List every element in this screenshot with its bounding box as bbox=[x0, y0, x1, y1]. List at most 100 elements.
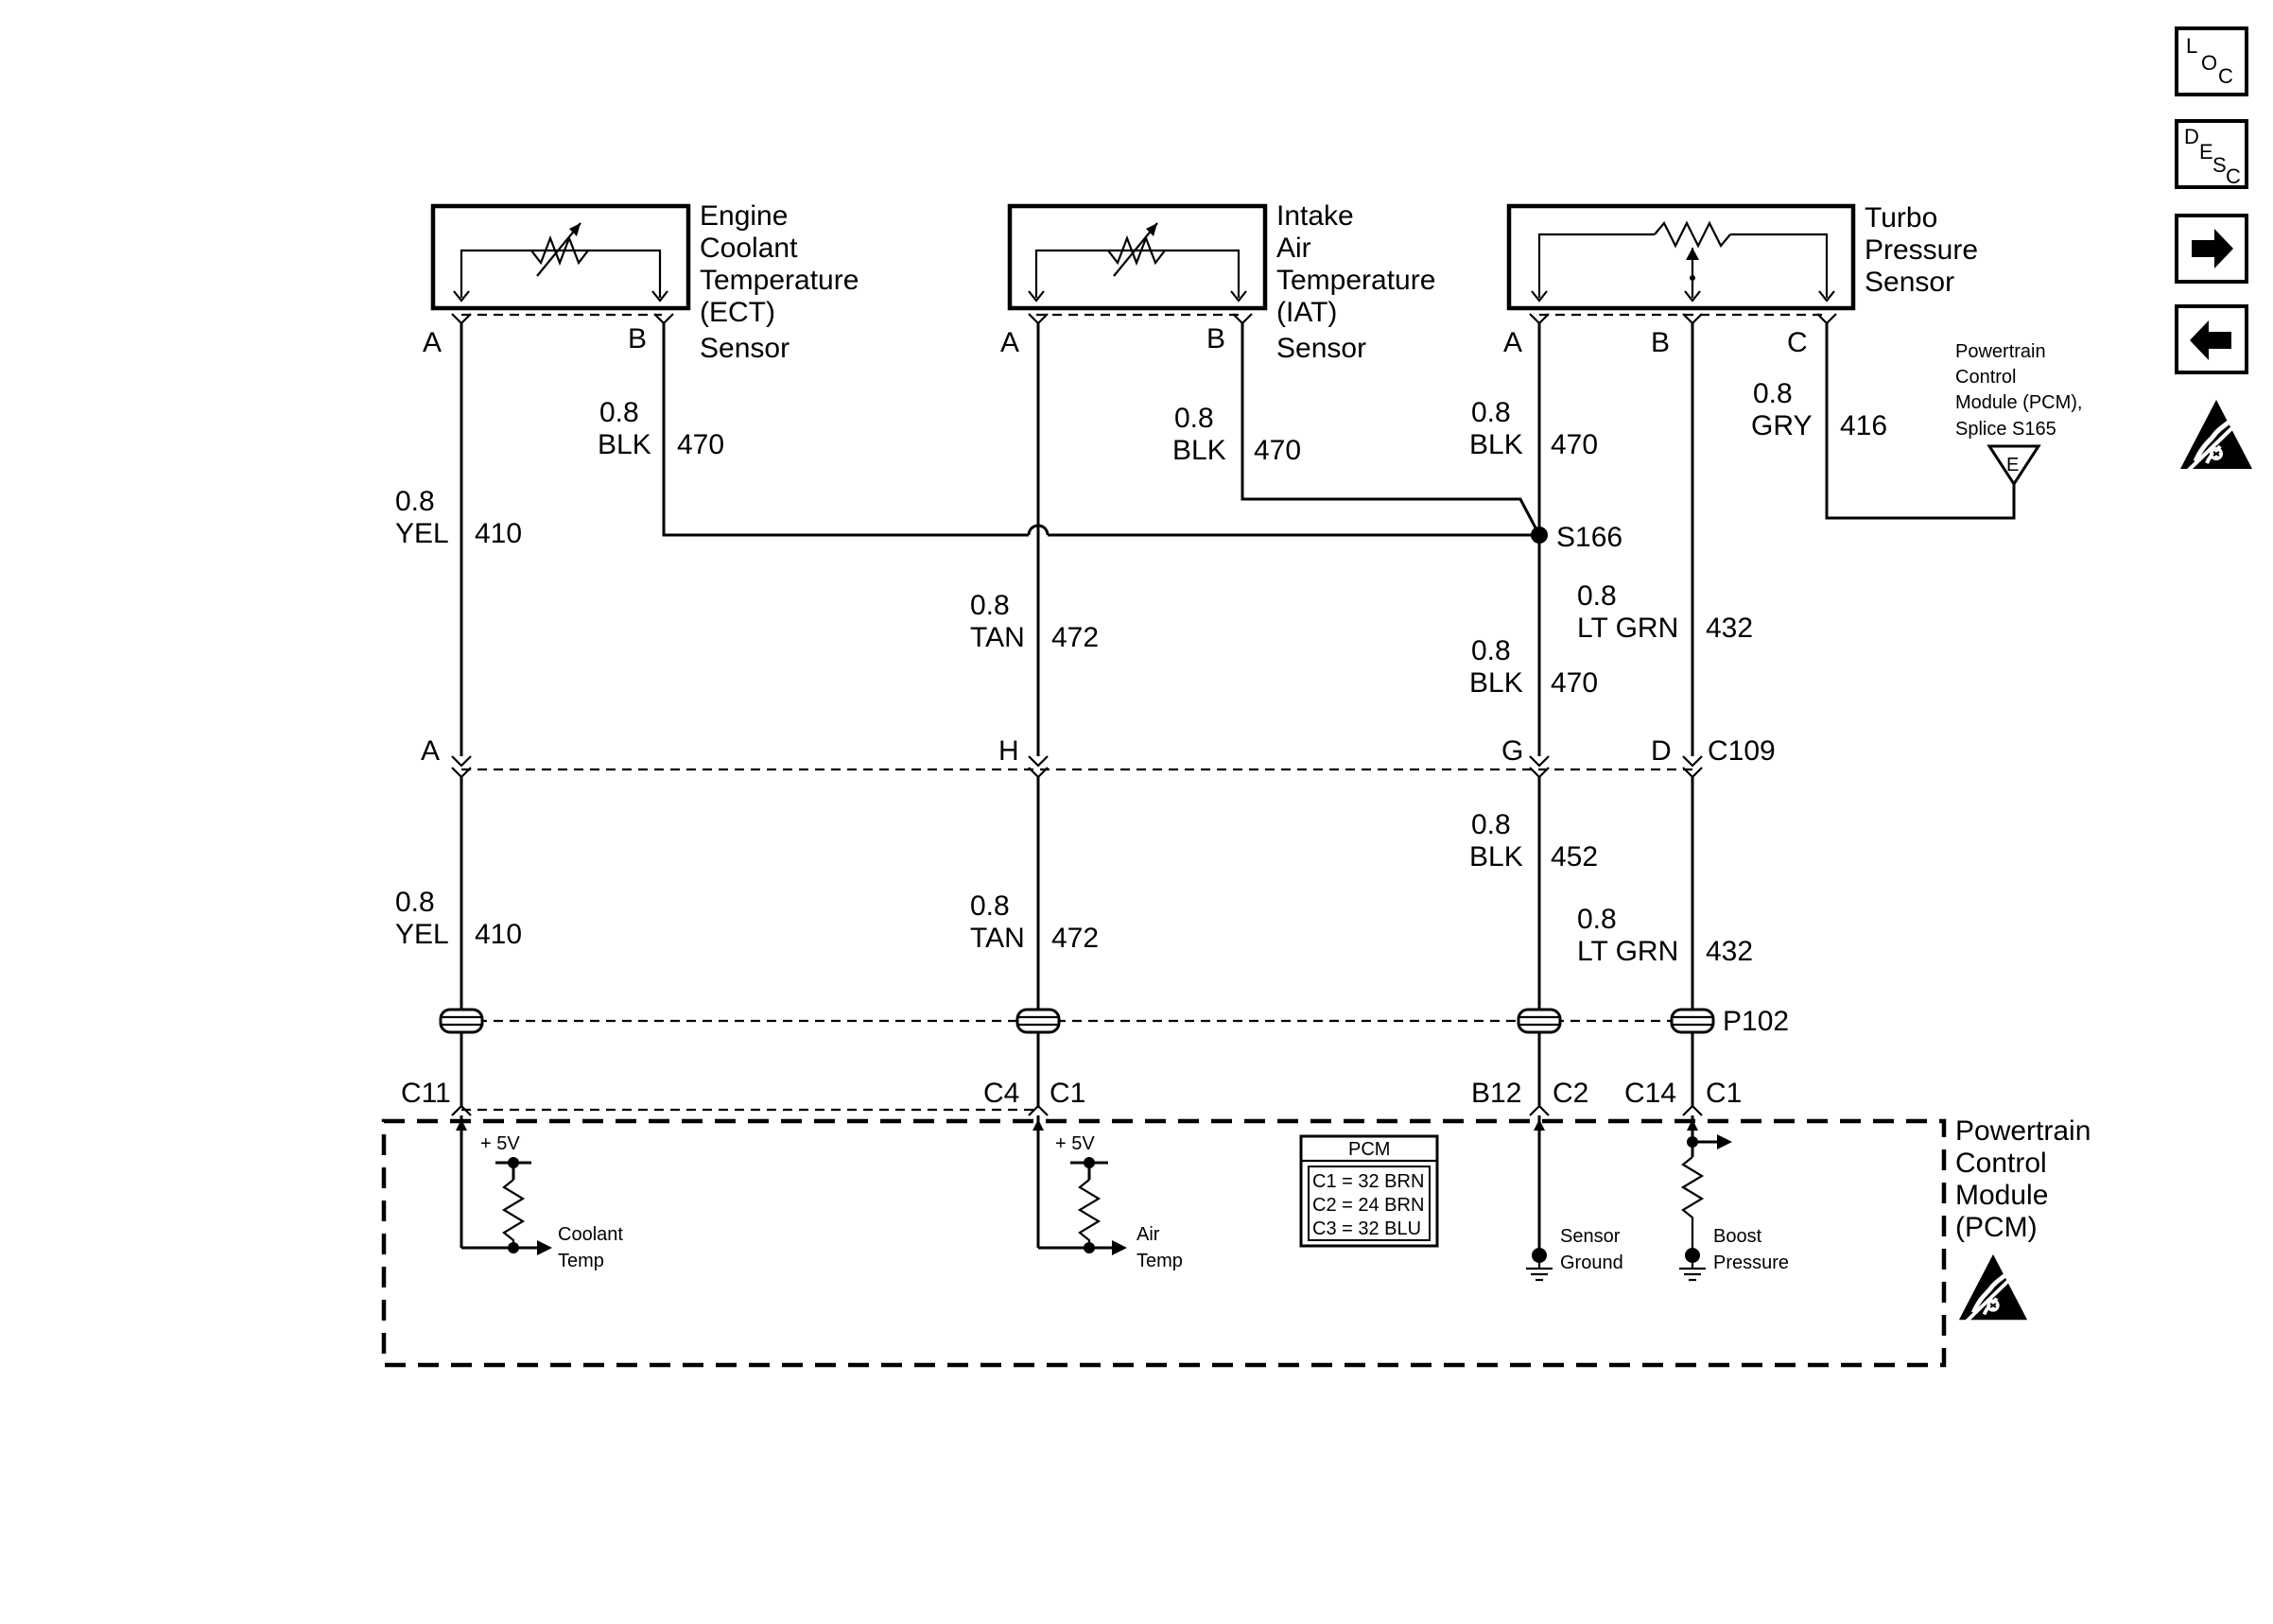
svg-text:Powertrain: Powertrain bbox=[1955, 1115, 2091, 1147]
svg-text:0.8: 0.8 bbox=[1753, 378, 1793, 409]
svg-text:Temperature: Temperature bbox=[1276, 265, 1435, 296]
svg-text:Intake: Intake bbox=[1276, 200, 1354, 232]
ect-pin-b: B bbox=[628, 323, 647, 354]
svg-text:TAN: TAN bbox=[970, 923, 1025, 954]
turbo-sensor-label: Turbo Pressure Sensor bbox=[1865, 202, 1978, 298]
svg-text:0.8: 0.8 bbox=[1577, 580, 1617, 612]
svg-text:+ 5V: + 5V bbox=[1055, 1133, 1095, 1154]
wire-470-ect bbox=[662, 323, 1539, 537]
location-button[interactable]: L O C bbox=[2175, 26, 2248, 96]
connector-p102-label: P102 bbox=[1723, 1006, 1789, 1037]
wire-label-turbo-a: 0.8 BLK 470 bbox=[1469, 397, 1598, 460]
svg-text:0.8: 0.8 bbox=[970, 890, 1010, 922]
svg-text:410: 410 bbox=[475, 919, 522, 950]
wire-label-splice-down: 0.8 BLK 470 bbox=[1469, 635, 1598, 699]
svg-text:Coolant: Coolant bbox=[558, 1224, 623, 1245]
wire-label-ect-a-upper: 0.8 YEL 410 bbox=[395, 486, 522, 549]
svg-text:BLK: BLK bbox=[1469, 841, 1523, 872]
wire-label-turbo-c: 0.8 GRY 416 bbox=[1751, 378, 1887, 441]
svg-text:432: 432 bbox=[1706, 613, 1753, 644]
svg-text:Control: Control bbox=[1955, 1148, 2047, 1179]
splice-s166-label: S166 bbox=[1556, 522, 1622, 553]
svg-text:470: 470 bbox=[1551, 429, 1598, 460]
c109-pin-d: D bbox=[1651, 735, 1672, 767]
svg-text:472: 472 bbox=[1051, 923, 1099, 954]
svg-text:Air: Air bbox=[1276, 233, 1311, 264]
svg-text:+ 5V: + 5V bbox=[480, 1133, 520, 1154]
ect-sensor bbox=[430, 203, 691, 311]
svg-text:0.8: 0.8 bbox=[1577, 904, 1617, 935]
svg-text:0.8: 0.8 bbox=[970, 590, 1010, 621]
pcm-pin-c1-a: C1 bbox=[1050, 1078, 1085, 1109]
coolant-temp-circuit: + 5V Coolant Temp bbox=[456, 1115, 623, 1271]
wire-label-ect-b: 0.8 BLK 470 bbox=[598, 397, 724, 460]
pcm-esd-warning-icon bbox=[1959, 1254, 2027, 1322]
svg-text:0.8: 0.8 bbox=[1471, 809, 1511, 840]
desc-letter-c: C bbox=[2226, 164, 2241, 188]
svg-text:(PCM): (PCM) bbox=[1955, 1212, 2038, 1243]
boost-pressure-circuit: Boost Pressure bbox=[1679, 1115, 1789, 1282]
turbo-pin-c: C bbox=[1787, 327, 1808, 358]
wire-label-ect-a-lower: 0.8 YEL 410 bbox=[395, 887, 522, 950]
turbo-pin-b: B bbox=[1651, 327, 1670, 358]
pcm-module-box bbox=[381, 1118, 1947, 1368]
desc-letter-e: E bbox=[2199, 140, 2213, 164]
svg-text:470: 470 bbox=[1551, 667, 1598, 699]
svg-text:472: 472 bbox=[1051, 622, 1099, 653]
svg-text:Pressure: Pressure bbox=[1713, 1253, 1789, 1273]
pcm-pin-c4: C4 bbox=[983, 1078, 1019, 1109]
iat-sensor bbox=[1007, 203, 1268, 311]
svg-text:Control: Control bbox=[1955, 367, 2016, 388]
svg-text:416: 416 bbox=[1840, 410, 1887, 441]
description-button[interactable]: D E S C bbox=[2175, 119, 2248, 189]
svg-text:Temp: Temp bbox=[1136, 1251, 1183, 1271]
svg-text:BLK: BLK bbox=[598, 429, 651, 460]
svg-text:Powertrain: Powertrain bbox=[1955, 341, 2046, 362]
wire-label-iat-a-upper: 0.8 TAN 472 bbox=[970, 590, 1099, 653]
turbo-pressure-sensor bbox=[1506, 203, 1856, 311]
svg-text:410: 410 bbox=[475, 518, 522, 549]
svg-text:C2 = 24 BRN: C2 = 24 BRN bbox=[1312, 1195, 1424, 1216]
svg-text:LT GRN: LT GRN bbox=[1577, 613, 1678, 644]
esd-warning-icon[interactable] bbox=[2180, 400, 2252, 471]
splice-e-terminal: E bbox=[1987, 444, 2041, 487]
c109-pin-g: G bbox=[1501, 735, 1523, 767]
svg-text:Sensor: Sensor bbox=[1560, 1226, 1621, 1247]
svg-text:C3 = 32 BLU: C3 = 32 BLU bbox=[1312, 1218, 1421, 1239]
svg-text:Boost: Boost bbox=[1713, 1226, 1762, 1247]
connector-c109-label: C109 bbox=[1708, 735, 1776, 767]
svg-text:(ECT): (ECT) bbox=[700, 297, 775, 328]
pcm-splice-s165-label: Powertrain Control Module (PCM), Splice … bbox=[1955, 341, 2082, 440]
svg-text:0.8: 0.8 bbox=[1471, 635, 1511, 666]
desc-letter-s: S bbox=[2212, 153, 2227, 177]
arrow-left-icon bbox=[2190, 320, 2231, 360]
svg-text:BLK: BLK bbox=[1469, 667, 1523, 699]
previous-page-button[interactable] bbox=[2175, 304, 2248, 374]
wire-470-iat bbox=[1241, 323, 1541, 536]
svg-text:Module (PCM),: Module (PCM), bbox=[1955, 392, 2082, 413]
svg-text:0.8: 0.8 bbox=[599, 397, 639, 428]
pcm-pin-c11: C11 bbox=[401, 1078, 451, 1109]
next-page-button[interactable] bbox=[2175, 214, 2248, 284]
svg-text:Pressure: Pressure bbox=[1865, 234, 1978, 266]
svg-text:TAN: TAN bbox=[970, 622, 1025, 653]
svg-text:Temp: Temp bbox=[558, 1251, 604, 1271]
turbo-pin-a: A bbox=[1503, 327, 1522, 358]
svg-text:452: 452 bbox=[1551, 841, 1598, 872]
c109-pin-a: A bbox=[421, 735, 440, 767]
arrow-right-icon bbox=[2192, 229, 2233, 268]
svg-text:(IAT): (IAT) bbox=[1276, 297, 1337, 328]
svg-text:C1 = 32 BRN: C1 = 32 BRN bbox=[1312, 1171, 1424, 1192]
svg-text:Sensor: Sensor bbox=[700, 333, 789, 364]
wire-label-c109-g-down: 0.8 BLK 452 bbox=[1469, 809, 1598, 872]
svg-text:Sensor: Sensor bbox=[1865, 267, 1954, 298]
pcm-pin-c1-b: C1 bbox=[1706, 1078, 1742, 1109]
sensor-ground-circuit: Sensor Ground bbox=[1526, 1115, 1623, 1282]
connector-c109 bbox=[451, 755, 1703, 779]
svg-text:Coolant: Coolant bbox=[700, 233, 798, 264]
ect-sensor-label: Engine Coolant Temperature (ECT) Sensor bbox=[700, 200, 859, 364]
svg-text:BLK: BLK bbox=[1172, 435, 1226, 466]
svg-text:PCM: PCM bbox=[1348, 1139, 1390, 1160]
wire-label-turbo-b-lower: 0.8 LT GRN 432 bbox=[1577, 904, 1753, 967]
